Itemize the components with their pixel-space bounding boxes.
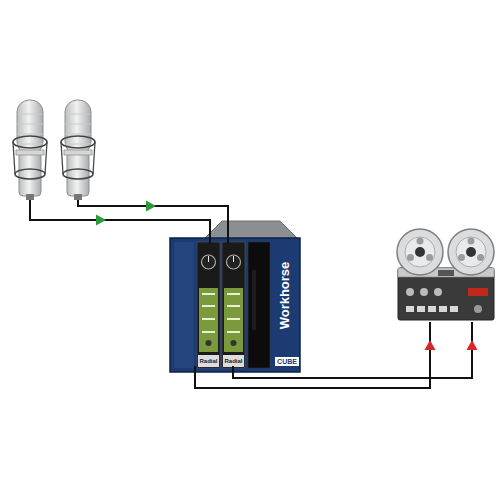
module-brand: Radial: [199, 358, 217, 364]
microphone: [13, 100, 47, 200]
signal-arrow: [146, 201, 156, 212]
workhorse-cube: [170, 221, 300, 372]
module-brand: Radial: [224, 358, 242, 364]
signal-arrow: [425, 340, 436, 350]
microphone: [61, 100, 95, 200]
cable: [30, 200, 472, 388]
signal-arrow: [96, 215, 106, 226]
model-badge: CUBE: [275, 357, 299, 366]
signal-arrow: [467, 340, 478, 350]
brand-name: Workhorse: [278, 261, 291, 329]
tape-recorder: [397, 229, 494, 320]
